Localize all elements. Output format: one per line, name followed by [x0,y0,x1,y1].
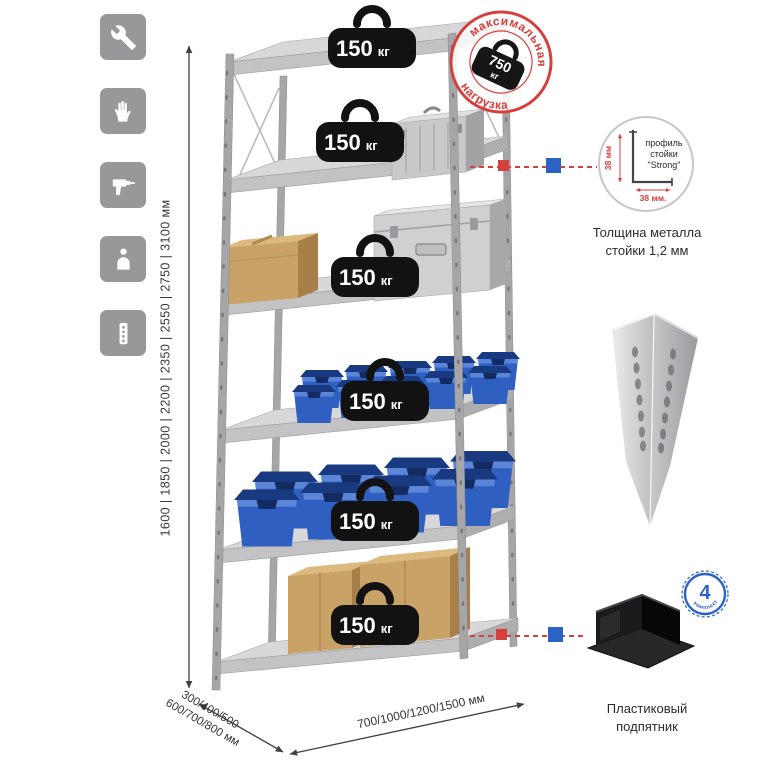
foot-caption: Пластиковый подпятник [606,701,688,734]
aluminum-case [391,106,485,181]
leader-top [470,158,597,173]
rack-front-posts [211,32,469,691]
profile-label-1: профиль [645,138,683,148]
feature-icon-wrench [100,14,146,60]
dimension-lines [185,45,525,756]
perforated-post-icon [119,322,127,344]
feature-icon-perforated-post [100,310,146,356]
marker-blue-square [546,158,561,173]
gloves-icon [114,100,130,122]
profile-label-2: стойки [650,149,678,159]
plastic-foot-render [586,593,696,669]
marker-red-square [496,629,507,640]
wrench-icon [110,24,136,50]
marker-red-square [498,160,509,171]
angle-post-holes-left [632,346,646,452]
feature-icon-gloves [100,88,146,134]
profile-callout: 38 мм профиль стойки "Strong" 38 мм. [598,116,694,212]
person-icon [116,247,130,270]
angle-post-holes-right [658,348,676,454]
svg-text:кг: кг [489,69,501,82]
drill-icon [112,178,135,195]
profile-drawing [631,130,672,184]
leader-bottom [470,627,586,642]
angle-post-render [611,313,699,527]
feature-icon-person [100,236,146,282]
cardboard-box-small [221,233,318,305]
kit-badge: 4 в комплекте [681,570,729,618]
kit-badge-number: 4 [699,582,711,604]
profile-caption: Толщина металла стойки 1,2 мм [592,225,702,258]
feature-icon-drill [100,162,146,208]
profile-label-3: "Strong" [648,160,681,170]
profile-dim-vertical: 38 мм [603,146,613,170]
profile-dim-horizontal: 38 мм. [640,193,667,203]
marker-blue-square [548,627,563,642]
height-dimension-label: 1600 | 1850 | 2000 | 2200 | 2350 | 2550 … [158,199,172,537]
